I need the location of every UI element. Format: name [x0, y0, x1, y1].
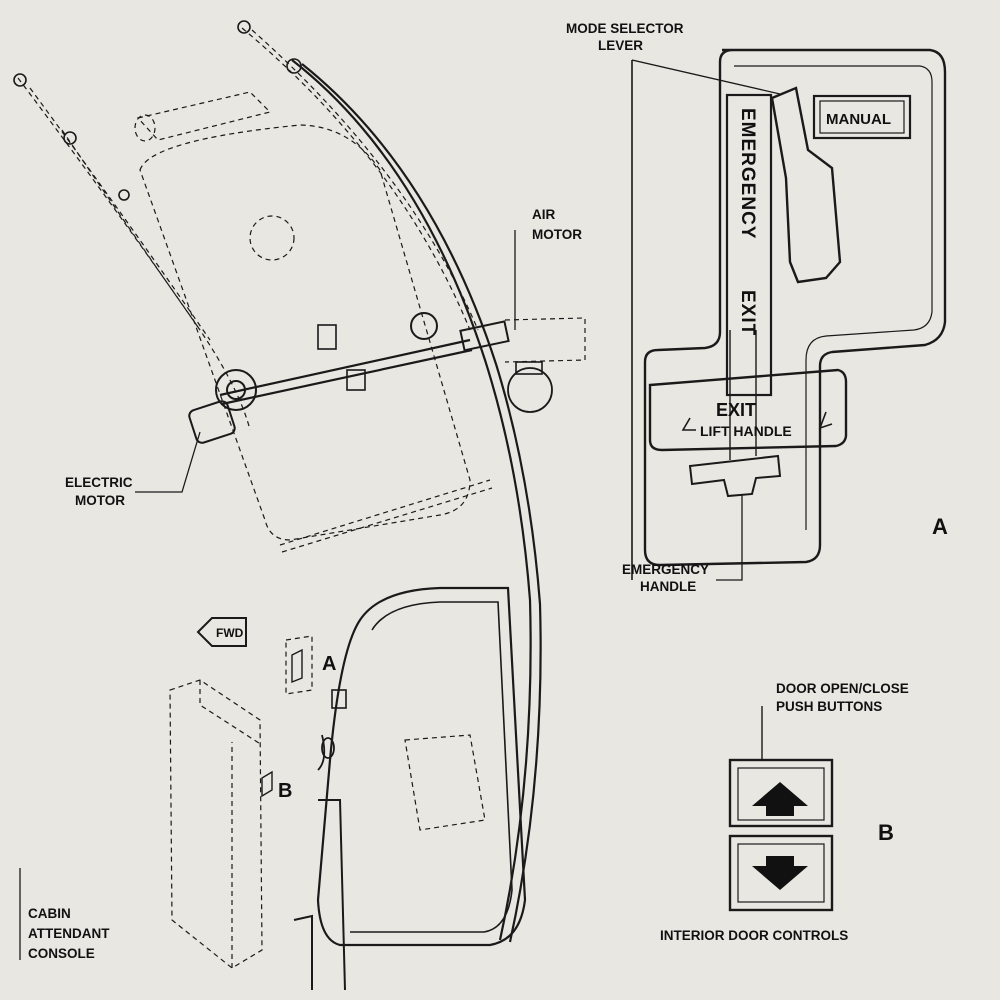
emergency-vertical-label: EMERGENCY	[737, 108, 758, 239]
door-buttons-label-line2: PUSH BUTTONS	[776, 699, 882, 714]
cabin-console-label-line1: CABIN	[28, 906, 71, 921]
exit-label: EXIT	[716, 400, 756, 420]
electric-motor-label-line1: ELECTRIC	[65, 475, 133, 490]
emergency-handle-label-line1: EMERGENCY	[622, 562, 709, 577]
interior-door-controls-label: INTERIOR DOOR CONTROLS	[660, 928, 848, 943]
callout-a: A	[322, 653, 336, 675]
air-motor-label-line1: AIR	[532, 207, 556, 222]
detail-a-letter: A	[932, 514, 948, 539]
door-mechanism-drawing	[13, 20, 586, 991]
detail-b-letter: B	[878, 820, 894, 845]
air-motor-label-line2: MOTOR	[532, 227, 582, 242]
door-open-button	[752, 782, 808, 816]
callout-b: B	[278, 780, 292, 802]
fwd-arrow-label: FWD	[216, 626, 244, 640]
cabin-console-label-line2: ATTENDANT	[28, 926, 110, 941]
manual-label: MANUAL	[826, 111, 891, 128]
electric-motor-label-line2: MOTOR	[75, 493, 125, 508]
door-buttons-label-line1: DOOR OPEN/CLOSE	[776, 681, 909, 696]
mode-selector-label-line1: MODE SELECTOR	[566, 21, 684, 36]
detail-b-panel	[728, 706, 834, 912]
detail-a-panel	[631, 48, 947, 581]
lift-handle-label: LIFT HANDLE	[700, 423, 792, 439]
mode-selector-label-line2: LEVER	[598, 38, 643, 53]
arrow-up-icon	[752, 782, 808, 816]
emergency-handle-label-line2: HANDLE	[640, 579, 696, 594]
door-close-button	[752, 856, 808, 890]
exit-vertical-label: EXIT	[737, 290, 758, 336]
arrow-down-icon	[752, 856, 808, 890]
cabin-console-label-line3: CONSOLE	[28, 946, 95, 961]
